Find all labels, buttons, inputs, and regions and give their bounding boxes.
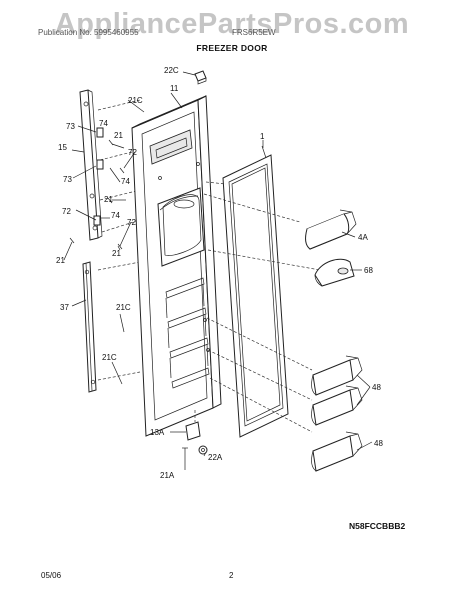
part-1-gasket[interactable]: [222, 145, 289, 438]
callout-74-middle: 74: [121, 177, 130, 186]
part-73-clip-upper[interactable]: [96, 127, 104, 138]
callout-22a: 22A: [208, 453, 223, 462]
watermark-logo: AppliancePartsPros.com: [54, 8, 410, 40]
callout-48-lower: 48: [374, 439, 383, 448]
callout-21a: 21A: [160, 471, 175, 480]
callout-21c-upper: 21C: [128, 96, 143, 105]
callout-73-upper: 73: [66, 122, 75, 131]
part-72-clip[interactable]: [93, 215, 101, 226]
callout-22c: 22C: [164, 66, 179, 75]
callout-15: 15: [58, 143, 67, 152]
callout-4a: 4A: [358, 233, 368, 242]
part-22a-bushing[interactable]: [198, 445, 208, 455]
footer-page-number: 2: [229, 571, 234, 580]
part-48-door-bin-middle[interactable]: [311, 385, 363, 426]
callout-1: 1: [260, 132, 265, 141]
callout-73-lower: 73: [63, 175, 72, 184]
callout-labels: 22C 11 21C 73 74 21 15 72 73 74 21 72 74…: [56, 66, 383, 480]
callout-72-upper: 72: [128, 148, 137, 157]
part-37-trim-strip[interactable]: [82, 261, 141, 393]
callout-74-lower: 74: [111, 211, 120, 220]
leader-lines: [63, 92, 373, 470]
callout-21-middle: 21: [104, 195, 113, 204]
part-13a-lower-hinge[interactable]: [185, 410, 201, 441]
part-21a-screw[interactable]: [182, 447, 188, 466]
callout-11: 11: [170, 84, 179, 93]
part-15-hinge-bar[interactable]: [79, 89, 141, 241]
callout-21c-lower: 21C: [102, 353, 117, 362]
footer-date: 05/06: [41, 571, 62, 580]
model-code: N58FCCBBB2: [349, 521, 406, 531]
part-68-dairy-cover[interactable]: [314, 258, 355, 287]
callout-74-upper: 74: [99, 119, 108, 128]
callout-68: 68: [364, 266, 373, 275]
part-73-clip-lower[interactable]: [96, 159, 104, 170]
diagram-title: FREEZER DOOR: [196, 43, 268, 53]
part-48-door-bin-lower[interactable]: [311, 431, 363, 472]
publication-number: Publication No. 5995460955: [38, 28, 139, 37]
callout-37: 37: [60, 303, 69, 312]
callout-21-lower: 21: [112, 249, 121, 258]
callout-21c-middle: 21C: [116, 303, 131, 312]
callout-13a: 13A: [150, 428, 165, 437]
part-11-door-panel[interactable]: [131, 95, 222, 437]
callout-21-upper: 21: [114, 131, 123, 140]
model-header: FRS6R5EW: [232, 28, 276, 37]
callout-48-upper: 48: [372, 383, 381, 392]
part-22c-cap[interactable]: [182, 70, 207, 85]
callout-72-middle: 72: [62, 207, 71, 216]
alignment-lines: [203, 181, 321, 433]
part-4a-door-bin[interactable]: [305, 209, 357, 250]
callout-21-left: 21: [56, 256, 65, 265]
callout-72-lower: 72: [127, 218, 136, 227]
